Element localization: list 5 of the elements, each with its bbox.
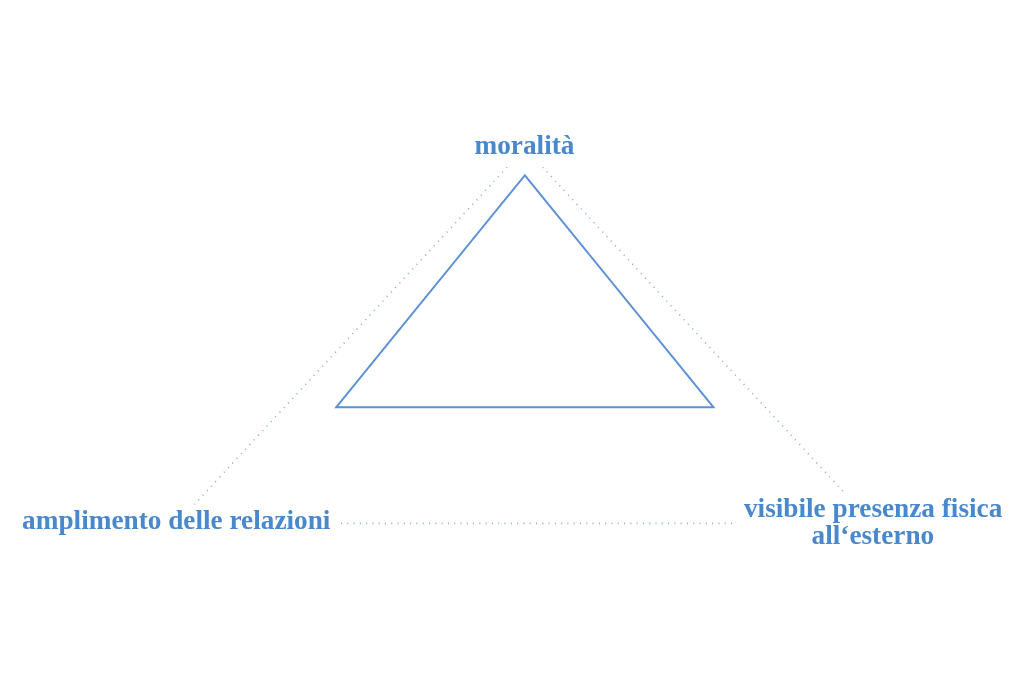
- node-text: visibile presenza fisica all‘esterno: [743, 492, 1003, 551]
- node-triangle: [334, 173, 716, 409]
- node-text: moralità: [474, 129, 575, 160]
- node-text: amplimento delle relazioni: [22, 504, 331, 535]
- connector: [541, 166, 846, 494]
